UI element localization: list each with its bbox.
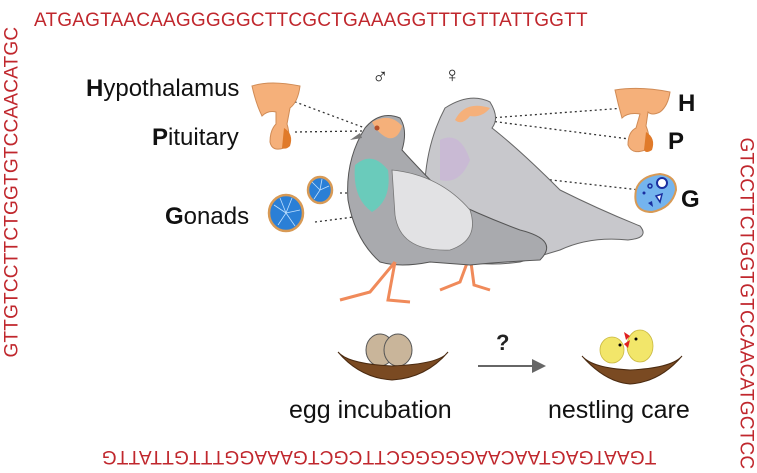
label-hypothalamus-initial: H [86,75,104,102]
gonads-icon-left [267,175,334,233]
hypothalamus-pituitary-icon-left [251,82,301,150]
label-pituitary-initial: P [152,124,169,151]
label-gonads-rest: onads [183,203,250,230]
label-pituitary-rest: ituitary [168,124,239,151]
label-pituitary: Pituitary [152,126,239,150]
label-hypothalamus: Hypothalamus [86,77,239,101]
hypothalamus-pituitary-icon-right [614,87,671,153]
transition-arrow [478,359,546,373]
label-hypothalamus-rest: ypothalamus [103,75,240,102]
female-symbol-icon: ♀ [444,62,461,87]
label-gonads-initial: G [165,203,184,230]
label-gonads: Gonads [165,205,249,229]
nest-with-chicks-icon [581,329,683,385]
male-symbol-icon: ♂ [372,64,389,89]
label-p: P [668,128,685,155]
question-mark: ? [496,330,510,355]
dna-sequence-top: ATGAGTAACAAGGGGGCTTCGCTGAAAGGTTTGTTATTGG… [34,10,588,31]
caption-nestling-care: nestling care [548,396,690,424]
nest-with-eggs-icon [337,333,449,381]
label-g: G [681,186,700,213]
male-pigeon [339,115,548,304]
caption-egg-incubation: egg incubation [289,396,452,424]
gonad-icon-right [634,172,678,214]
label-h: H [678,90,696,117]
